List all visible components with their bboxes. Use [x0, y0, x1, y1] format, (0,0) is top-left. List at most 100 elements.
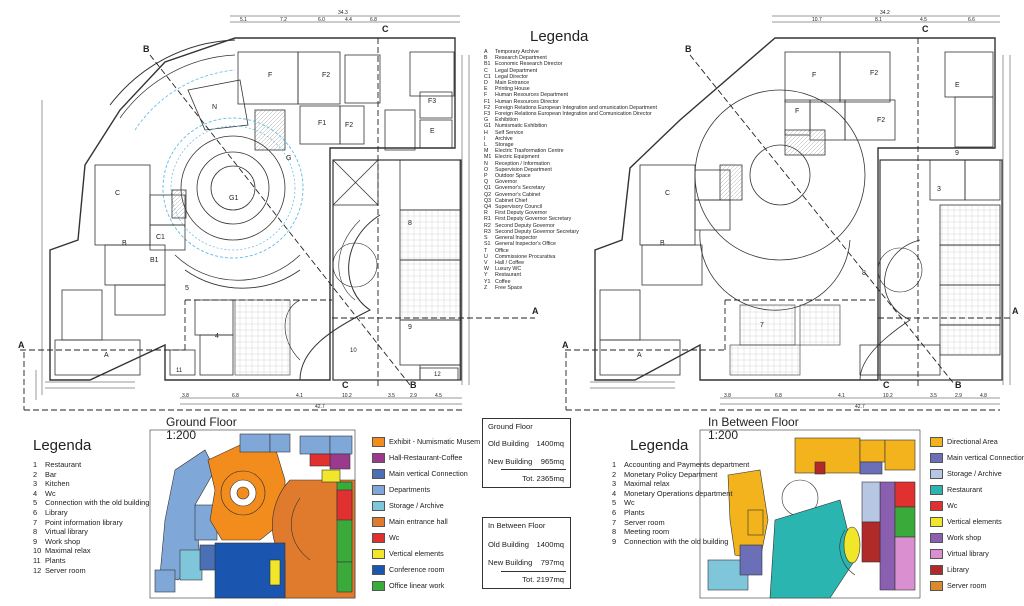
top-legend-key: N [484, 160, 488, 167]
color-legend-label: Main vertical Connection [947, 453, 1024, 462]
area-total: Tot. 2365mq [522, 474, 564, 483]
top-legend-label: Governor [495, 179, 518, 186]
color-legend-label: Main entrance hall [389, 517, 448, 526]
dimension-label: 3.8 [724, 393, 731, 399]
top-legend-label: Exhibition [495, 117, 518, 124]
top-legend-label: Supervision Department [495, 166, 552, 173]
section-lines-right [565, 38, 1010, 411]
room-number: 3 [612, 479, 617, 489]
top-legend-item: G Exhibition [484, 117, 657, 123]
color-legend-label: Storage / Archive [947, 469, 1002, 478]
top-legend-label: Hall / Coffee [495, 259, 525, 266]
room-number: 6 [612, 507, 617, 517]
dimension-label: 7.2 [280, 17, 287, 23]
dimension-label: 4.1 [296, 393, 303, 399]
room-number: 1 [612, 460, 617, 469]
top-legend-key: V [484, 259, 488, 266]
section-lines-left [20, 38, 535, 411]
top-legend-key: F3 [484, 111, 491, 118]
top-legend-label: Electric Trasformation Centre [495, 148, 564, 155]
dimension-label: 10.7 [812, 17, 822, 23]
color-swatch [372, 485, 385, 495]
color-swatch [930, 517, 943, 527]
top-legend-key: C1 [484, 73, 491, 80]
room-number: 2 [33, 469, 38, 479]
plan-room-label: C [665, 190, 671, 197]
dimension-label: 6.6 [968, 17, 975, 23]
top-legend-label: Human Resources Director [495, 98, 559, 105]
area-row-label: Old Building [488, 439, 529, 448]
color-swatch [372, 581, 385, 591]
top-legend-label: Main Entrance [495, 80, 530, 87]
top-legend-key: E [484, 86, 488, 93]
top-legend-label: Office [495, 247, 509, 254]
dimension-label: 6.8 [232, 393, 239, 399]
top-legend-label: Foreign Relations European Integration a… [495, 104, 657, 111]
room-label: Meeting room [624, 527, 670, 537]
top-legend-key: F [484, 92, 488, 99]
area-row-value: 1400mq [536, 540, 564, 549]
room-number: 8 [612, 527, 617, 537]
color-legend-label: Library [947, 565, 969, 574]
color-legend-label: Conference room [389, 565, 445, 574]
dimension-label: 34.2 [880, 10, 890, 16]
color-legend-label: Hall-Restaurant-Coffee [389, 453, 463, 462]
plan-room-label: N [212, 104, 218, 111]
top-legend-label: Free Space [495, 284, 523, 291]
color-swatch [372, 533, 385, 543]
ground-floor-title: Ground Floor [166, 415, 237, 429]
ground-floor-zoning-map [149, 429, 356, 599]
room-number: 3 [33, 479, 38, 489]
dimension-label: 6.8 [370, 17, 377, 23]
dimension-label: 42.7 [855, 404, 865, 410]
top-legend-label: Self Service [495, 129, 524, 136]
dimension-label: 6.8 [775, 393, 782, 399]
area-box-title: In Between Floor [488, 521, 546, 530]
color-legend-label: Vertical elements [947, 517, 1002, 526]
top-legend-label: Commissione Procurativa [495, 253, 556, 260]
plan-room-label: F1 [318, 120, 327, 127]
color-legend-label: Virtual library [947, 549, 989, 558]
room-label: Wc [45, 488, 56, 498]
between-floor-zoning-map [699, 429, 921, 599]
top-legend-label: Printing House [495, 86, 530, 93]
room-number: 12 [33, 565, 42, 575]
area-box-title: Ground Floor [488, 422, 533, 431]
top-legend-key: M [484, 148, 489, 155]
dimension-label: 10.2 [342, 393, 352, 399]
plan-room-label: F [812, 72, 817, 79]
top-legend-key: H [484, 129, 488, 136]
top-legend-label: Governor's Secretary [495, 185, 545, 192]
section-marker-a: A [562, 340, 569, 350]
color-legend-label: Directional Area [947, 437, 998, 446]
ground-area-box: Ground Floor Old Building 1400mq New Bui… [482, 418, 571, 488]
top-legend-key: I [484, 135, 486, 142]
top-legend-key: Y [484, 272, 488, 279]
dimension-label: 4.1 [838, 393, 845, 399]
dimension-label: 4.5 [920, 17, 927, 23]
top-legend-key: Q4 [484, 204, 492, 211]
ground-floor-plan [35, 15, 470, 405]
room-number: 9 [612, 536, 617, 546]
room-number: 2 [612, 469, 617, 479]
room-number: 1 [33, 460, 38, 469]
section-marker-b: B [955, 380, 962, 390]
top-legend-key: G [484, 117, 489, 124]
top-legend-label: Cabinet Chief [495, 197, 528, 204]
plan-room-label: B1 [150, 257, 159, 264]
top-legend-key: R2 [484, 222, 491, 229]
